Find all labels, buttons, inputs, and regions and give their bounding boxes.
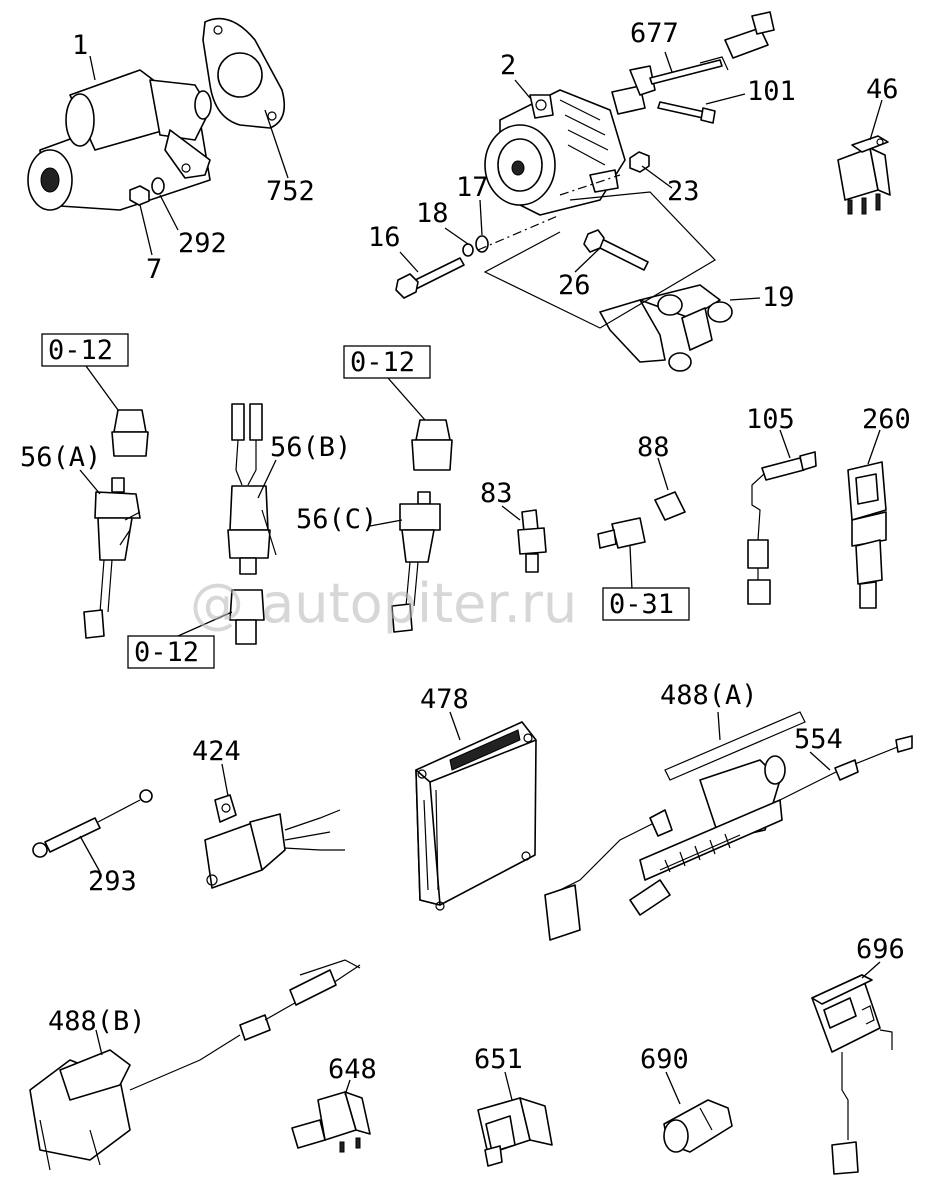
- callout-56a: 56(A): [20, 442, 101, 473]
- gasket: [202, 17, 286, 129]
- actuator-488a: [544, 735, 913, 941]
- callout-2: 2: [500, 50, 516, 81]
- callout-677: 677: [630, 18, 679, 49]
- callout-17: 17: [456, 172, 489, 203]
- actuator-488b: [29, 959, 361, 1171]
- callout-752: 752: [266, 176, 315, 207]
- callout-16: 16: [368, 222, 401, 253]
- callout-18: 18: [416, 198, 449, 229]
- callout-554: 554: [794, 724, 843, 755]
- alternator-bracket: [599, 284, 733, 372]
- gas-spring-293: [32, 789, 153, 858]
- valve-424: [204, 794, 345, 889]
- callout-424: 424: [192, 736, 241, 767]
- ecu-478: [415, 721, 537, 911]
- callout-696: 696: [856, 934, 905, 965]
- alternator-bolts: [395, 101, 716, 299]
- sensor-260: [847, 461, 887, 609]
- terminal-connector: [611, 11, 775, 115]
- callout-1: 1: [72, 30, 88, 61]
- callout-83: 83: [480, 478, 513, 509]
- callout-26: 26: [558, 270, 591, 301]
- adapter-56c: [411, 419, 453, 471]
- ref-box-4: [602, 587, 690, 621]
- callout-478: 478: [420, 684, 469, 715]
- nut-washer: [129, 177, 165, 206]
- callout-260: 260: [862, 404, 911, 435]
- ref-box-4-label: 0-31: [609, 589, 674, 620]
- callout-56c: 56(C): [296, 504, 377, 535]
- ref-box-3-label: 0-12: [350, 347, 415, 378]
- relay-648: [291, 1091, 371, 1153]
- sensor-83: [517, 509, 547, 573]
- callout-293: 293: [88, 866, 137, 897]
- sensor-88: [597, 491, 686, 549]
- relay-46: [837, 135, 891, 215]
- alternator: [484, 89, 626, 216]
- callout-56b: 56(B): [270, 432, 351, 463]
- callout-46: 46: [866, 74, 899, 105]
- callout-690: 690: [640, 1044, 689, 1075]
- callout-105: 105: [746, 404, 795, 435]
- callout-648: 648: [328, 1054, 377, 1085]
- ref-box-1-label: 0-12: [48, 335, 113, 366]
- temperature-sensor-105: [747, 451, 817, 605]
- callout-488b: 488(B): [48, 1006, 146, 1037]
- callout-101: 101: [747, 76, 796, 107]
- connector-690: [663, 1099, 733, 1153]
- pressure-switch-56a: [83, 477, 141, 639]
- callout-651: 651: [474, 1044, 523, 1075]
- callout-7: 7: [146, 254, 162, 285]
- adapter-56b: [229, 589, 265, 645]
- callout-292: 292: [178, 228, 227, 259]
- connector-651: [477, 1097, 553, 1167]
- ref-box-1: [41, 333, 129, 367]
- ref-box-2: [127, 635, 215, 669]
- adapter-56a: [111, 409, 149, 457]
- pressure-switch-56b: [227, 403, 277, 575]
- starter-motor: [27, 69, 212, 211]
- module-696: [811, 974, 893, 1175]
- ref-box-3: [343, 345, 431, 379]
- callout-23: 23: [667, 176, 700, 207]
- callout-488a: 488(A): [660, 680, 758, 711]
- watermark: @ autopiter.ru: [190, 572, 577, 635]
- callout-88: 88: [637, 432, 670, 463]
- pressure-switch-56c: [391, 491, 441, 633]
- callout-19: 19: [762, 282, 795, 313]
- ref-box-2-label: 0-12: [134, 637, 199, 668]
